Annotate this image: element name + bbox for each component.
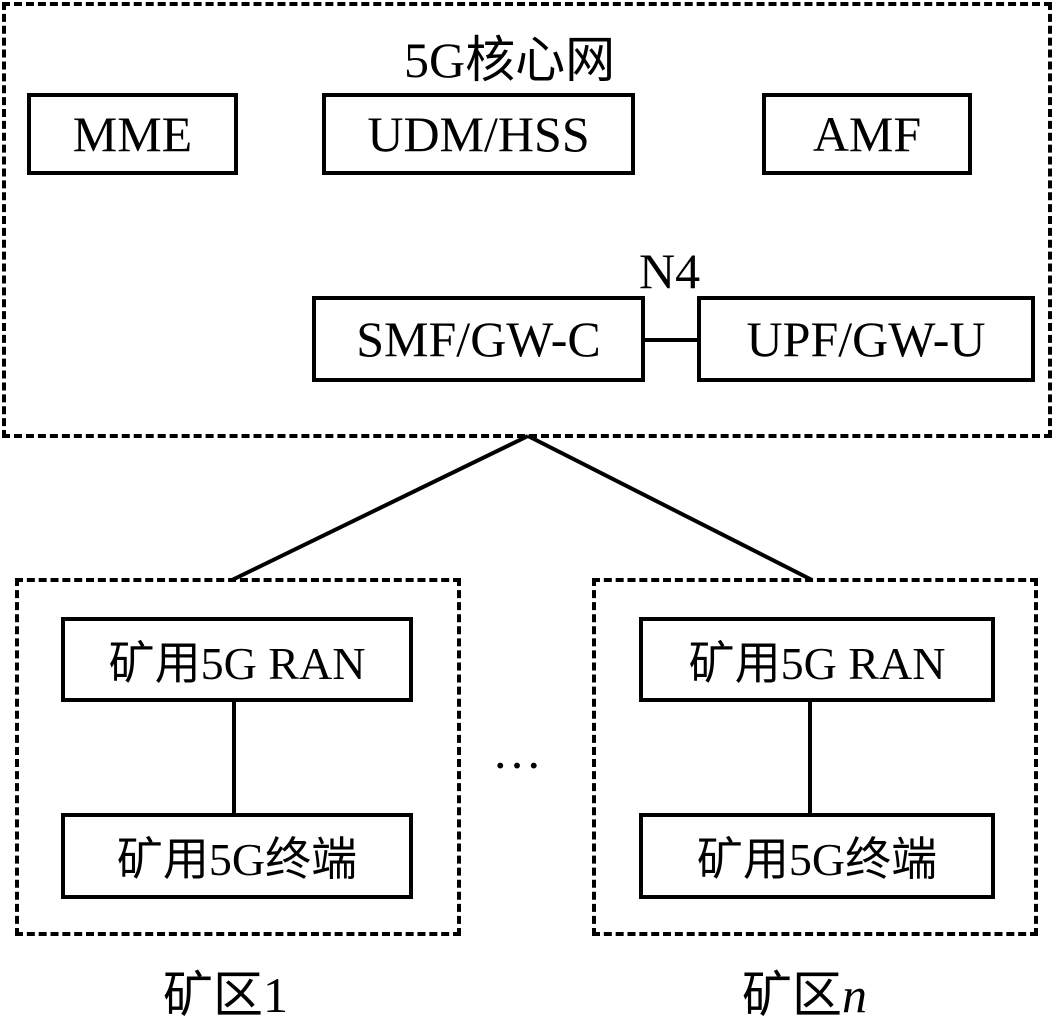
mine-area-1-label: 矿区1 (163, 955, 288, 1027)
core-network-title: 5G核心网 (404, 32, 616, 88)
mine-area-n-group (592, 578, 1038, 936)
mine-area-1-label-suffix: 1 (263, 967, 288, 1023)
core-to-area1-link (231, 434, 529, 582)
n4-label: N4 (639, 243, 701, 299)
core-network-group (2, 2, 1052, 438)
ellipsis: … (492, 723, 542, 779)
mine-area-1-terminal-node: 矿用5G终端 (61, 813, 413, 899)
smf-gwc-node: SMF/GW-C (312, 296, 645, 382)
mine-area-n-label-prefix: 矿区 (742, 967, 842, 1023)
mine-area-n-terminal-node: 矿用5G终端 (639, 813, 995, 899)
mine-area-n-label: 矿区n (742, 955, 867, 1027)
udm-hss-node: UDM/HSS (322, 93, 635, 175)
core-to-arean-link (527, 434, 813, 582)
amf-node: AMF (762, 93, 972, 175)
mine-area-1-group (15, 578, 461, 936)
mine-area-1-ran-node: 矿用5G RAN (61, 617, 413, 702)
mine-area-n-label-suffix: n (842, 967, 867, 1023)
mine-area-n-ran-node: 矿用5G RAN (639, 617, 995, 702)
mine-area-1-label-prefix: 矿区 (163, 967, 263, 1023)
mme-node: MME (27, 93, 238, 175)
upf-gwu-node: UPF/GW-U (697, 296, 1035, 382)
